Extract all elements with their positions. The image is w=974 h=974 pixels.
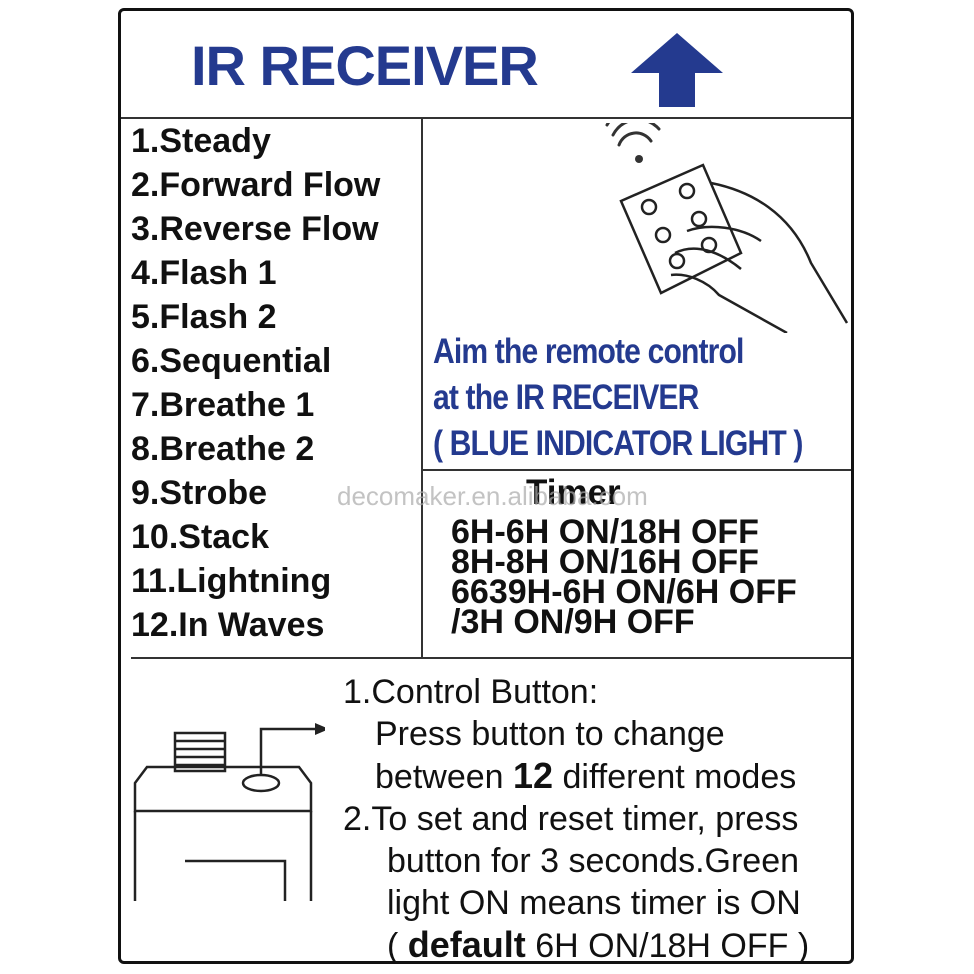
list-item: 11.Lightning: [131, 562, 332, 600]
aim-line: ( BLUE INDICATOR LIGHT ): [433, 424, 803, 463]
controller-device-icon: [133, 723, 325, 901]
instruction-text: between: [375, 758, 513, 796]
list-item: 5.Flash 2: [131, 298, 277, 336]
instruction-text: different modes: [553, 758, 797, 796]
watermark: decomaker.en.alibaba.com: [337, 481, 648, 511]
instruction-line: button for 3 seconds.Green: [387, 842, 800, 880]
instruction-text: 6H ON/18H OFF ): [525, 927, 810, 965]
list-item: 4.Flash 1: [131, 254, 277, 292]
aim-timer-divider: [421, 469, 851, 471]
column-divider: [421, 117, 423, 659]
aim-line: Aim the remote control: [433, 332, 744, 371]
timer-option: /3H ON/9H OFF: [451, 603, 695, 641]
list-item: 6.Sequential: [131, 342, 332, 380]
instruction-heading: 2.To set and reset timer, press: [343, 800, 799, 838]
list-item: 10.Stack: [131, 518, 269, 556]
instructions-divider: [131, 657, 851, 659]
timer-title: Timer: [526, 473, 621, 512]
timer-option: 6639H-6H ON/6H OFF: [451, 573, 797, 611]
instruction-heading: 1.Control Button:: [343, 673, 599, 711]
list-item: 12.In Waves: [131, 606, 325, 644]
instruction-line: ( default 6H ON/18H OFF ): [343, 924, 809, 967]
control-instructions: 1.Control Button: Press button to change…: [343, 671, 809, 967]
timer-option: 6H-6H ON/18H OFF: [451, 513, 759, 551]
instruction-line: Press button to change: [375, 715, 725, 753]
instruction-line: between 12 different modes: [343, 755, 809, 798]
timer-option: 8H-8H ON/16H OFF: [451, 543, 759, 581]
list-item: 7.Breathe 1: [131, 386, 315, 424]
page-title: IR RECEIVER: [191, 34, 539, 97]
default-label: default: [407, 924, 526, 965]
mode-list: 1.Steady 2.Forward Flow 3.Reverse Flow 4…: [131, 119, 380, 647]
up-arrow-icon: [631, 33, 723, 107]
aim-line: at the IR RECEIVER: [433, 378, 699, 417]
list-item: 1.Steady: [131, 122, 271, 160]
aim-instructions: Aim the remote control at the IR RECEIVE…: [433, 329, 863, 467]
list-item: 9.Strobe: [131, 474, 268, 512]
list-item: 3.Reverse Flow: [131, 210, 379, 248]
timer-options: 6H-6H ON/18H OFF 8H-8H ON/16H OFF 6639H-…: [451, 513, 797, 641]
mode-count: 12: [513, 755, 554, 796]
hand-holding-remote-icon: [605, 123, 849, 333]
instruction-text: (: [387, 927, 408, 965]
instruction-card: IR RECEIVER 1.Steady 2.Forward Flow 3.Re…: [118, 8, 854, 967]
list-item: 8.Breathe 2: [131, 430, 315, 468]
header-divider: [121, 117, 851, 119]
list-item: 2.Forward Flow: [131, 166, 381, 204]
instruction-line: light ON means timer is ON: [387, 884, 801, 922]
